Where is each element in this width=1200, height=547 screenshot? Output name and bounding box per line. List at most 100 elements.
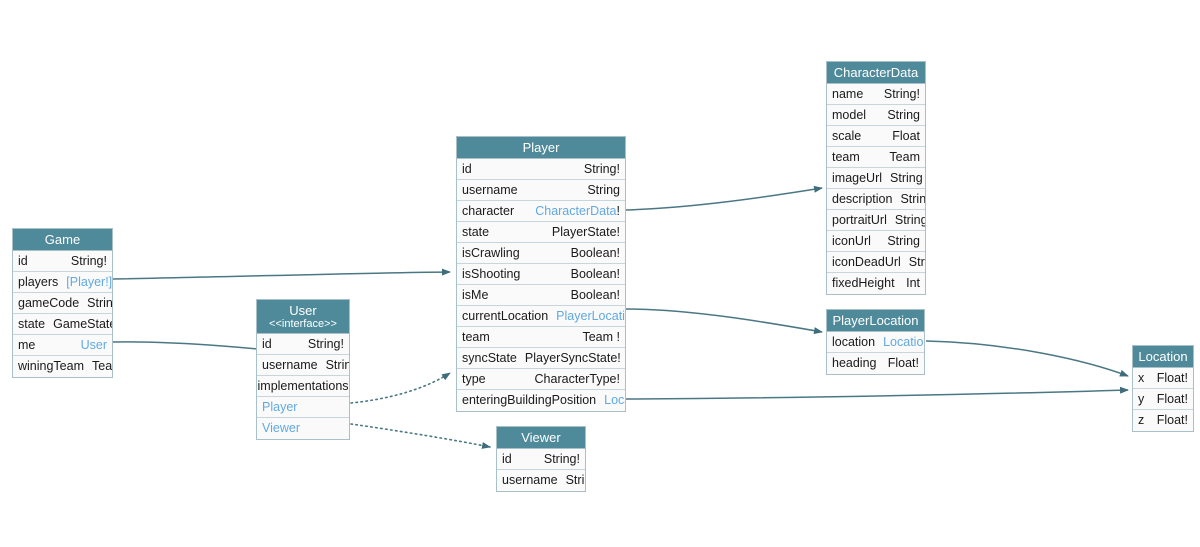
field-type: PlayerSyncState! [525, 349, 621, 368]
entity-name: Location [1138, 349, 1188, 364]
field-type-text: String! [87, 295, 112, 310]
field-name: scale [832, 128, 862, 143]
field-row[interactable]: gameCodeString! [13, 293, 112, 314]
field-name: x [1138, 370, 1145, 385]
field-type-text: CharacterData [535, 203, 617, 218]
entity-title-game: Game [13, 229, 112, 251]
field-row[interactable]: winingTeamTeam [13, 356, 112, 377]
field-name: isShooting [462, 266, 521, 281]
edge-playerlocation-location-to-location [925, 340, 1129, 377]
field-row[interactable]: heading Float! [827, 353, 924, 374]
field-type-text: PlayerState! [551, 224, 620, 239]
field-type-text: String [565, 473, 585, 487]
entity-user[interactable]: User<<interface>>idString!usernameString… [256, 299, 350, 440]
field-row[interactable]: isShooting Boolean! [457, 264, 625, 285]
field-row[interactable]: players[Player!] [13, 272, 112, 293]
field-name: id [18, 253, 28, 268]
field-row[interactable]: descriptionString [827, 189, 925, 210]
field-name: description [832, 191, 893, 206]
field-type-text: Boolean! [570, 287, 620, 302]
field-type-text: String [587, 182, 620, 197]
field-row[interactable]: y Float! [1133, 389, 1193, 410]
field-type: Team ! [582, 328, 620, 347]
field-name: iconUrl [832, 233, 871, 248]
field-name: model [832, 107, 867, 122]
field-name: syncState [462, 350, 517, 365]
field-row[interactable]: currentLocationPlayerLocation! [457, 306, 625, 327]
field-row[interactable]: state PlayerState! [457, 222, 625, 243]
field-type-text: Float! [1156, 413, 1188, 427]
entity-name: Viewer [521, 430, 561, 445]
field-type-text: Location [883, 334, 924, 349]
field-type: Float! [1157, 369, 1188, 388]
field-row[interactable]: x Float! [1133, 368, 1193, 389]
edge-player-enteringbuildingposition-to-location [625, 386, 1129, 400]
field-type: Team [889, 148, 920, 167]
field-row[interactable]: implementations [257, 376, 349, 397]
field-type-text: Boolean! [570, 266, 620, 281]
field-row[interactable]: model String [827, 105, 925, 126]
field-row[interactable]: enteringBuildingPositionLocation [457, 390, 625, 411]
field-type: GameState! [53, 315, 112, 334]
edge-player-currentlocation-to-playerlocation [625, 308, 823, 335]
field-row[interactable]: Player [257, 397, 349, 418]
field-type: Team [92, 357, 112, 376]
entity-playerlocation[interactable]: PlayerLocationlocationLocation!headingFl… [826, 309, 925, 375]
field-type-text: String [890, 170, 923, 185]
field-type-text: User [80, 337, 107, 352]
field-type-nonnull: ! [613, 329, 620, 344]
field-name: implementations [257, 378, 349, 393]
field-type: Boolean! [571, 286, 620, 305]
field-type: Float! [1157, 390, 1188, 409]
field-row[interactable]: iconDeadUrlString [827, 252, 925, 273]
field-name: name [832, 86, 864, 101]
field-type: String [326, 356, 349, 375]
entity-stereotype: <<interface>> [269, 318, 337, 330]
field-name: y [1138, 391, 1145, 406]
field-name: currentLocation [462, 308, 549, 323]
field-type: CharacterType! [535, 370, 620, 389]
edge-player-character-to-characterdata [625, 185, 823, 211]
field-type: CharacterData! [535, 202, 620, 221]
field-name: players [18, 274, 59, 289]
field-row[interactable]: locationLocation! [827, 332, 924, 353]
entity-title-player: Player [457, 137, 625, 159]
field-name: heading [832, 356, 877, 370]
field-type-text: Float! [887, 356, 919, 370]
field-row[interactable]: syncState PlayerSyncState! [457, 348, 625, 369]
field-type: String [587, 181, 620, 200]
field-type-text: String [887, 107, 920, 122]
field-type: Int [906, 274, 920, 293]
field-type-text: Location [604, 393, 625, 407]
field-name: state [462, 224, 490, 239]
field-row[interactable]: stateGameState! [13, 314, 112, 335]
field-row[interactable]: Viewer [257, 418, 349, 439]
